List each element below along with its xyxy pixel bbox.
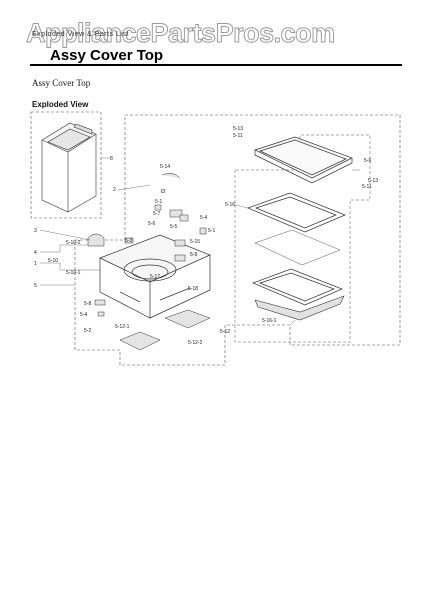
callout-5-16: 5-16: [225, 202, 235, 208]
glass-frame: [247, 192, 346, 233]
callout-5-13: 5-13: [233, 126, 243, 132]
inner-frame: [252, 268, 343, 306]
callout-5-10-1: 5-10-1: [66, 270, 81, 276]
callout-5-5: 5-5: [170, 224, 177, 230]
callout-5-1-top: 5-1: [155, 199, 162, 205]
callout-5-12-1: 5-12-1: [115, 324, 130, 330]
callout-5-11: 5-11: [233, 133, 243, 139]
callout-4: 4: [34, 250, 37, 256]
assembly-boundary: [74, 114, 401, 366]
callout-5-2: 5-2: [84, 328, 91, 334]
callout-1: 1: [34, 261, 37, 267]
lid-handle: [254, 295, 345, 321]
callout-3: 3: [34, 228, 37, 234]
header-caption: Exploded View & Parts List: [32, 31, 129, 38]
top-cover-body: [99, 234, 211, 319]
callout-5-18: 5-18: [188, 286, 198, 292]
callout-5-6-right: 5-6: [364, 158, 371, 164]
lid-assembly: [254, 136, 353, 184]
small-parts: [87, 172, 211, 351]
callout-5-12-2: 5-12-2: [188, 340, 203, 346]
callout-5-4: 5-4: [200, 215, 207, 221]
callout-5-1-right: 5-1: [208, 228, 215, 234]
washer-illustration: [41, 122, 97, 213]
subtitle: Assy Cover Top: [32, 78, 91, 88]
callout-5-14: 5-14: [160, 164, 170, 170]
callout-5-15: 5-15: [190, 239, 200, 245]
callout-2: 2: [113, 187, 116, 193]
title-divider: [30, 64, 402, 66]
callout-5-4-bottom: 5-4: [80, 312, 87, 318]
leader-lines: [39, 157, 360, 326]
callout-5-10: 5-10: [48, 258, 58, 264]
callout-5-16-1: 5-16-1: [262, 318, 277, 324]
callout-labels: 8 2 3 4 1 5 5-14 5-1 5-7 5-6 5-5 5-4 5-3…: [34, 126, 378, 346]
callout-5-11-right: 5-11: [362, 184, 372, 190]
callout-5-13-right: 5-13: [368, 178, 378, 184]
callout-5-7: 5-7: [153, 211, 160, 217]
callout-5-6: 5-6: [148, 221, 155, 227]
callout-5-17: 5-17: [150, 274, 160, 280]
callout-5-3: 5-3: [125, 238, 132, 244]
callout-5-8: 5-8: [84, 301, 91, 307]
washer-reference-box: [30, 111, 102, 219]
callout-5-9: 5-9: [190, 252, 197, 258]
callout-5: 5: [34, 283, 37, 289]
section-heading: Exploded View: [32, 100, 89, 109]
watermark-logo: AppliancePartsPros.com: [26, 18, 336, 49]
page-title: Assy Cover Top: [50, 47, 164, 64]
callout-5-12: 5-12: [220, 329, 230, 335]
callout-8: 8: [110, 156, 113, 162]
callout-5-10-2: 5-10-2: [66, 240, 81, 246]
glass-pane: [254, 229, 341, 266]
